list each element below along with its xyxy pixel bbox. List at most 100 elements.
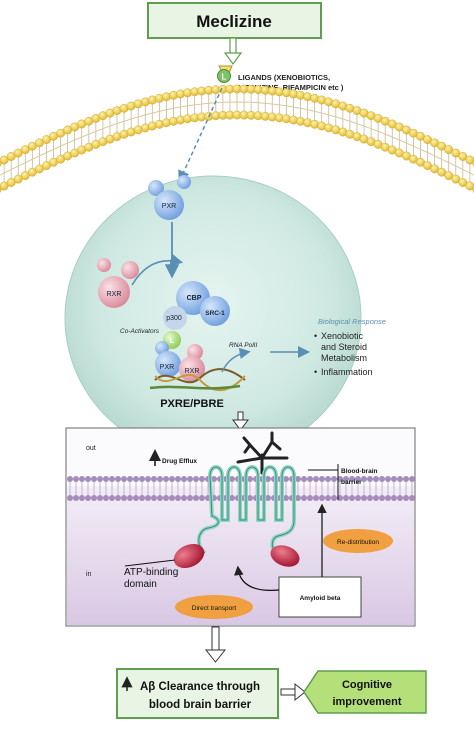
panel-lipid-head xyxy=(229,476,235,482)
panel-lipid-head xyxy=(73,476,79,482)
lipid-head xyxy=(20,145,30,155)
panel-lipid-head xyxy=(163,495,169,501)
rna-pol-label: RNA PolII xyxy=(229,342,257,349)
src1-label: SRC-1 xyxy=(205,310,225,317)
biological-response-title: Biological Response xyxy=(318,317,386,326)
panel-lipid-head xyxy=(373,476,379,482)
panel-lipid-head xyxy=(325,476,331,482)
panel-lipid-head xyxy=(187,476,193,482)
panel-lipid-head xyxy=(193,476,199,482)
panel-lipid-head xyxy=(391,495,397,501)
rxr-left-label: RXR xyxy=(107,291,122,298)
panel-lipid-head xyxy=(367,495,373,501)
panel-lipid-head xyxy=(97,495,103,501)
panel-lipid-head xyxy=(151,495,157,501)
response-item1-line3: Metabolism xyxy=(321,353,367,363)
meclizine-box xyxy=(147,2,322,39)
panel-lipid-head xyxy=(193,495,199,501)
lipid-head xyxy=(444,171,454,181)
panel-lipid-head xyxy=(175,476,181,482)
panel-lipid-head xyxy=(265,495,271,501)
panel-lipid-head xyxy=(319,476,325,482)
panel-lipid-head xyxy=(91,495,97,501)
panel-lipid-head xyxy=(379,495,385,501)
lipid-head xyxy=(13,148,23,158)
ligand-badge-letter: L xyxy=(222,73,227,82)
lipid-head xyxy=(13,174,23,184)
panel-lipid-head xyxy=(391,476,397,482)
panel-lipid-head xyxy=(313,495,319,501)
cognitive-line2: improvement xyxy=(332,696,401,708)
panel-lipid-head xyxy=(409,476,415,482)
response-item2: Inflammation xyxy=(321,367,373,377)
meclizine-label: Meclizine xyxy=(196,12,272,31)
redistribution-label: Re-distribution xyxy=(337,539,379,546)
transcription-arrow xyxy=(221,347,251,373)
panel-lipid-head xyxy=(361,495,367,501)
lipid-head xyxy=(444,145,454,155)
lipid-head xyxy=(0,155,9,165)
ligand-label-line1: LIGANDS (XENOBIOTICS, xyxy=(238,73,330,82)
panel-lipid-head xyxy=(403,476,409,482)
panel-lipid-head xyxy=(91,476,97,482)
panel-lipid-head xyxy=(397,495,403,501)
panel-lipid-head xyxy=(409,495,415,501)
panel-lipid-head xyxy=(349,476,355,482)
redistribution-oval xyxy=(323,529,393,553)
ligand-entry-arrow xyxy=(178,87,223,183)
ligand-label-line2: MECLIZINE, RIFAMPICIN etc ) xyxy=(238,83,344,92)
panel-lipid-head xyxy=(229,495,235,501)
lipid-head xyxy=(451,174,461,184)
atp-binding-domain-left xyxy=(173,543,205,569)
panel-lipid-head xyxy=(115,476,121,482)
panel-lipid-head xyxy=(157,495,163,501)
panel-lipid-head xyxy=(139,495,145,501)
panel-lipid-head xyxy=(121,476,127,482)
panel-lipid-head xyxy=(295,476,301,482)
lipid-head xyxy=(6,152,16,161)
panel-lipid-head xyxy=(79,476,85,482)
ab-clearance-line2: blood brain barrier xyxy=(149,699,252,711)
bbb-label-line1: Blood-brain xyxy=(341,468,377,475)
panel-lipid-head xyxy=(163,476,169,482)
panel-lipid-head xyxy=(85,495,91,501)
panel-lipid-head xyxy=(169,495,175,501)
panel-lipid-head xyxy=(283,495,289,501)
panel-lipid-head xyxy=(115,495,121,501)
panel-lipid-head xyxy=(151,476,157,482)
panel-lipid-head xyxy=(157,476,163,482)
ab-clearance-box xyxy=(116,668,279,719)
lipid-head xyxy=(6,178,16,187)
ab-clearance-line1: Aβ Clearance through xyxy=(140,681,260,693)
panel-lipid-head xyxy=(175,495,181,501)
panel-lipid-head xyxy=(199,476,205,482)
lipid-head xyxy=(20,171,30,181)
panel-lipid-head xyxy=(385,476,391,482)
panel-lipid-head xyxy=(127,495,133,501)
panel-lipid-head xyxy=(331,476,337,482)
lipid-head xyxy=(0,181,9,191)
panel-lipid-head xyxy=(67,476,73,482)
rxr-receptor-left: RXR xyxy=(97,258,139,308)
panel-lipid-head xyxy=(109,476,115,482)
glycan-tree-icon xyxy=(236,431,289,475)
ligand-badge-icon: L xyxy=(217,65,233,83)
transporter-outline xyxy=(198,466,295,557)
out-label: out xyxy=(86,445,96,452)
panel-lipid-head xyxy=(319,495,325,501)
lipid-head xyxy=(437,167,447,177)
outcome-right-arrow xyxy=(280,682,306,702)
panel-lipid-head xyxy=(109,495,115,501)
atp-binding-label-line2: domain xyxy=(124,579,157,590)
panel-lipid-head xyxy=(211,476,217,482)
direct-transport-oval xyxy=(175,595,253,619)
panel-lipid-head xyxy=(283,476,289,482)
p300-label: p300 xyxy=(166,315,182,322)
cell-membrane-bilayer xyxy=(0,84,474,193)
dna-helix xyxy=(149,368,246,391)
panel-lipid-head xyxy=(169,476,175,482)
panel-lipid-head xyxy=(103,476,109,482)
panel-lipid-head xyxy=(325,495,331,501)
bbb-to-outcome-arrow xyxy=(204,626,227,663)
